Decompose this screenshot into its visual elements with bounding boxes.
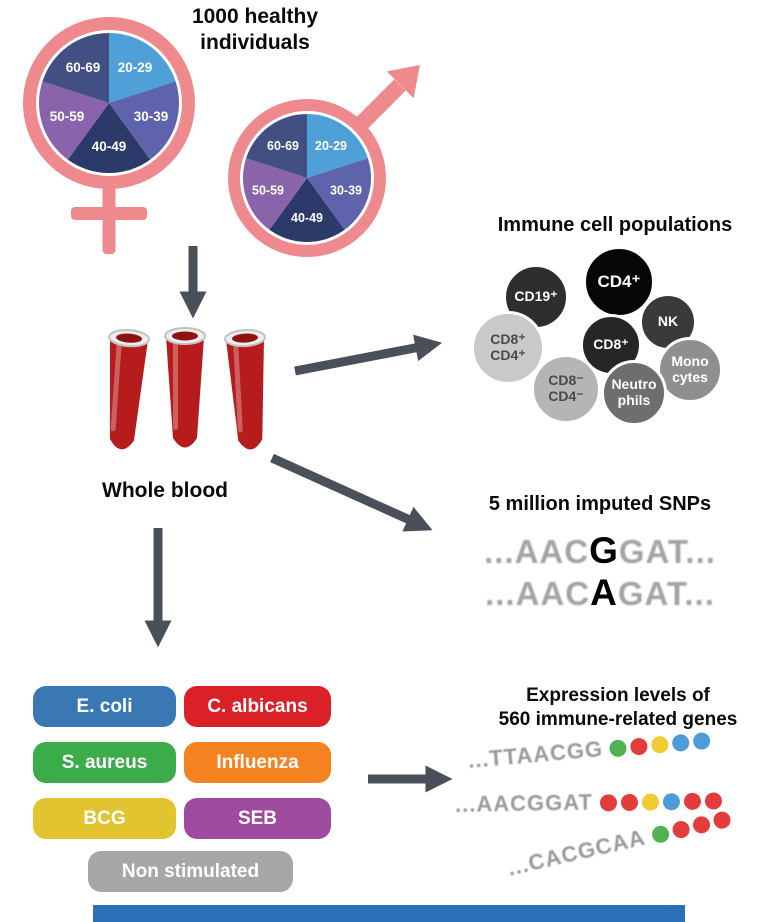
stimulus-bcg: BCG <box>33 798 176 839</box>
expression-bead <box>650 823 671 845</box>
cell-label: Mono <box>671 353 709 370</box>
age-label: 40-49 <box>92 139 127 154</box>
figure-title-line2: individuals <box>200 31 310 55</box>
bottom-bar <box>93 905 685 922</box>
female-pie-labels: 20-29 30-39 40-49 50-59 60-69 <box>50 60 169 154</box>
female-symbol: 20-29 30-39 40-49 50-59 60-69 <box>23 17 195 254</box>
male-arrow-head <box>386 65 420 99</box>
pie-segment <box>109 33 176 103</box>
snp-seq-pre: ...AAC <box>484 533 590 570</box>
male-age-pie <box>242 113 372 243</box>
expression-bead <box>711 809 732 830</box>
gene-sequence: ...AACGGAT <box>454 789 594 817</box>
pie-segment <box>307 113 368 178</box>
blood-tube <box>164 327 206 449</box>
stimulus-seb: SEB <box>184 798 331 839</box>
figure-title-line1: 1000 healthy <box>191 5 319 28</box>
expression-bead <box>609 738 628 758</box>
age-label: 50-59 <box>50 109 85 124</box>
cell-label: CD4⁺ <box>597 272 641 292</box>
cell-label: Neutro <box>611 376 657 393</box>
expression-bead <box>683 792 702 810</box>
expression-bead <box>651 734 670 754</box>
snp-variant-allele: A <box>590 572 618 613</box>
female-ring <box>23 17 195 189</box>
male-pie-labels: 20-29 30-39 40-49 50-59 60-69 <box>252 139 362 225</box>
age-label: 20-29 <box>315 139 347 153</box>
snp-sequence-2: ...AACAGAT... <box>425 572 771 614</box>
blood-tubes <box>102 327 272 452</box>
snp-seq-pre: ...AAC <box>485 575 591 612</box>
gene-sequence-row-2: ...AACGGAT <box>454 787 723 818</box>
age-label: 40-49 <box>291 211 323 225</box>
age-label: 20-29 <box>118 60 153 75</box>
expression-bead <box>599 793 618 811</box>
blood-tube <box>102 327 151 452</box>
pie-segment <box>67 103 151 174</box>
cell-label: CD8⁺ <box>490 331 526 348</box>
male-symbol: 20-29 30-39 40-49 50-59 60-69 <box>228 65 420 257</box>
expression-bead <box>662 792 681 810</box>
expression-bead <box>691 814 712 835</box>
figure-title: 1000 healthy individuals <box>150 4 360 57</box>
expression-bead <box>670 818 691 840</box>
expression-bead <box>692 731 712 750</box>
expression-bead <box>630 736 649 756</box>
stimulus-influenza: Influenza <box>184 742 331 783</box>
age-label: 50-59 <box>252 184 284 198</box>
pie-segment <box>269 178 345 243</box>
female-age-pie <box>38 33 180 174</box>
expression-title: Expression levels of 560 immune-related … <box>468 684 768 732</box>
arrow-blood-to-snps <box>270 453 433 532</box>
age-label: 60-69 <box>267 139 299 153</box>
snp-sequence-1: ...AACGGAT... <box>425 530 771 572</box>
cell-label: cytes <box>672 369 708 385</box>
age-label: 60-69 <box>66 60 101 75</box>
expression-bead <box>641 792 660 811</box>
pie-segment <box>38 81 109 160</box>
stimulus-s-aureus: S. aureus <box>33 742 176 783</box>
stimulus-e-coli: E. coli <box>33 686 176 727</box>
arrow-blood-to-cells <box>294 334 443 376</box>
cell-cd8pos-cd4pos: CD8⁺CD4⁺ <box>471 311 545 385</box>
cell-cd8neg-cd4neg: CD8⁻CD4⁻ <box>531 354 601 424</box>
immune-cells-title: Immune cell populations <box>497 214 733 236</box>
pie-segment <box>307 158 372 230</box>
pie-segment <box>42 33 109 103</box>
female-glyph-cross <box>71 178 147 254</box>
snp-seq-post: GAT... <box>617 575 715 612</box>
expression-bead <box>620 793 639 811</box>
cell-label: CD4⁺ <box>490 347 526 363</box>
cell-label: CD8⁺ <box>593 336 629 353</box>
male-ring <box>228 99 386 257</box>
age-label: 30-39 <box>134 109 169 124</box>
cell-label: CD4⁻ <box>548 388 584 404</box>
whole-blood-label: Whole blood <box>102 479 228 502</box>
cell-cd4-pos: CD4⁺ <box>583 246 655 318</box>
cell-label: CD19⁺ <box>514 288 558 305</box>
pie-segment <box>242 158 307 230</box>
stimulus-c-albicans: C. albicans <box>184 686 331 727</box>
expression-title-line1: Expression levels of <box>526 685 710 706</box>
stimulus-non-stimulated: Non stimulated <box>88 851 293 892</box>
snps-title: 5 million imputed SNPs <box>488 493 712 515</box>
expression-bead <box>671 733 691 752</box>
cell-label: NK <box>657 313 679 330</box>
cell-label: CD8⁻ <box>548 372 584 389</box>
snp-variant-allele: G <box>589 530 619 571</box>
pie-segment <box>109 81 180 160</box>
male-arrow-shaft <box>351 79 406 134</box>
blood-tube <box>223 328 272 452</box>
cell-label: phils <box>617 392 651 408</box>
age-label: 30-39 <box>330 184 362 198</box>
snp-seq-post: GAT... <box>618 533 716 570</box>
pie-segment <box>246 113 307 178</box>
expression-title-line2: 560 immune-related genes <box>498 708 738 730</box>
